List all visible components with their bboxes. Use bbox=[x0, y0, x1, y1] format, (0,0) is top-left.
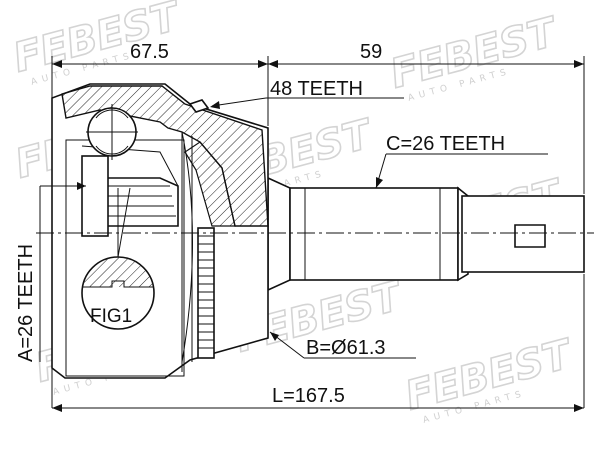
bell-diameter-label: B=Ø61.3 bbox=[306, 337, 386, 359]
inner-teeth-label: A=26 TEETH bbox=[15, 244, 37, 362]
dimension-59: 59 bbox=[360, 41, 382, 63]
inner-teeth-leader bbox=[39, 182, 86, 362]
dimension-67-5: 67.5 bbox=[130, 41, 169, 63]
bell-diameter-leader bbox=[269, 331, 416, 359]
shaft-teeth-label: C=26 TEETH bbox=[386, 133, 505, 155]
abs-tone-ring bbox=[197, 227, 215, 359]
total-length-label: L=167.5 bbox=[272, 385, 345, 407]
outer-teeth-label: 48 TEETH bbox=[270, 78, 363, 100]
extension-lines bbox=[51, 56, 585, 408]
ball-detail bbox=[86, 104, 138, 160]
inner-race bbox=[81, 145, 179, 237]
fig1-label: FIG1 bbox=[90, 306, 132, 327]
top-dimension bbox=[52, 60, 584, 68]
total-length-dimension bbox=[52, 404, 584, 412]
outer-teeth-leader bbox=[188, 97, 404, 113]
output-shaft bbox=[267, 176, 585, 292]
shaft-teeth-leader bbox=[375, 153, 548, 189]
